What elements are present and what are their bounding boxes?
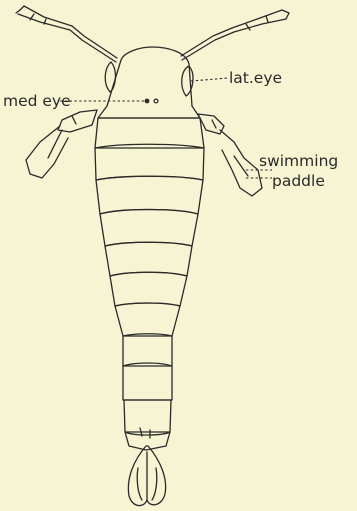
median-eye-left [145,99,150,104]
median-eye-right [154,99,158,103]
lat-eye-leader [191,78,228,81]
left-lateral-eye [105,62,115,92]
telson [128,446,165,506]
left-swimming-paddle [26,110,97,178]
paddle-label: paddle [272,172,325,190]
med-eye-label: med eye [3,92,71,110]
left-antenna [16,6,117,62]
swimming-label: swimming [259,152,338,170]
postabdomen [123,336,172,450]
right-swimming-paddle [198,114,262,196]
right-antenna [181,10,289,60]
opisthosoma [95,118,204,336]
lat-eye-label: lat.eye [229,69,282,87]
